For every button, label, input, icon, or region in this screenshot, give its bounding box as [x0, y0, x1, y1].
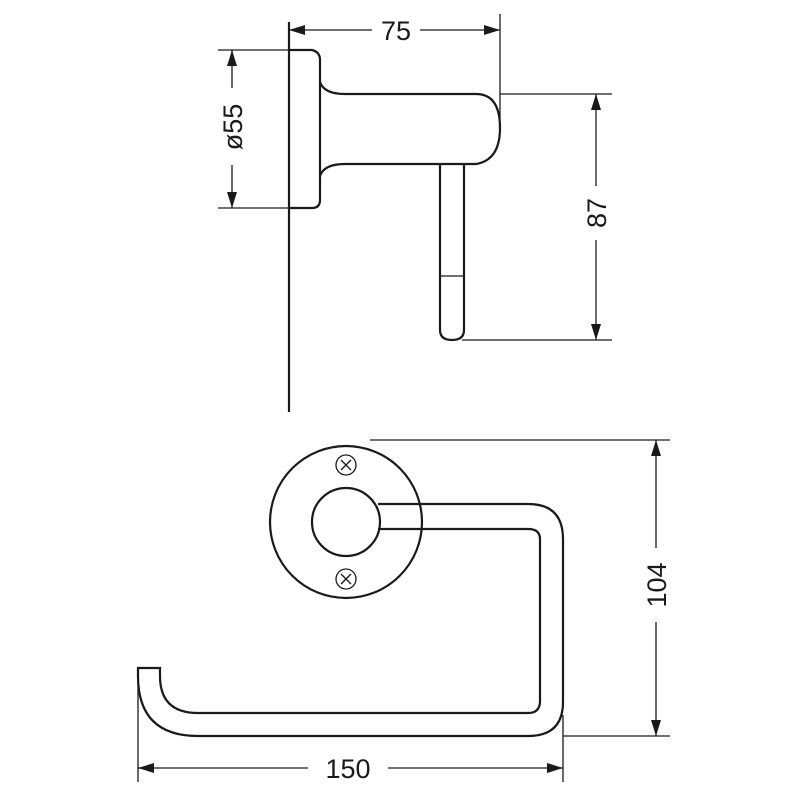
front-base-plate [268, 444, 424, 600]
side-view: 75 ø55 87 [218, 14, 612, 412]
dim-150-arrow-right [547, 763, 563, 773]
dim-diameter-label: ø55 [218, 104, 248, 151]
screw-bottom-head [335, 568, 357, 590]
dim-104: 104 [370, 439, 672, 737]
dim-87-label: 87 [582, 198, 612, 228]
dim-75-arrow-right [484, 25, 500, 35]
front-arm-hub [310, 486, 382, 558]
side-arm [318, 81, 502, 177]
screw-top-head [335, 454, 357, 476]
front-view: 104 150 [136, 439, 672, 784]
dim-104-arrow-bottom [651, 720, 661, 736]
screw-top-slot-b [340, 459, 352, 471]
dim-87-arrow-bottom [591, 324, 601, 340]
dim-75: 75 [289, 14, 501, 120]
dim-diameter-arrow-top [227, 50, 237, 66]
screw-bottom [335, 568, 357, 590]
dim-104-label: 104 [642, 562, 672, 607]
dim-75-arrow-left [289, 25, 305, 35]
dim-87: 87 [462, 93, 612, 341]
dim-104-arrow-top [651, 440, 661, 456]
screw-bottom-slot-b [340, 573, 352, 585]
dim-87-arrow-top [591, 94, 601, 110]
side-base-plate [289, 48, 322, 210]
dim-150: 150 [137, 676, 564, 784]
dim-75-label: 75 [381, 16, 411, 46]
side-rod [438, 164, 466, 342]
dim-150-arrow-left [138, 763, 154, 773]
front-holder-arm [136, 502, 565, 738]
dim-diameter: ø55 [218, 49, 312, 209]
screw-top [335, 454, 357, 476]
dim-150-label: 150 [325, 754, 370, 784]
dim-diameter-arrow-bottom [227, 192, 237, 208]
